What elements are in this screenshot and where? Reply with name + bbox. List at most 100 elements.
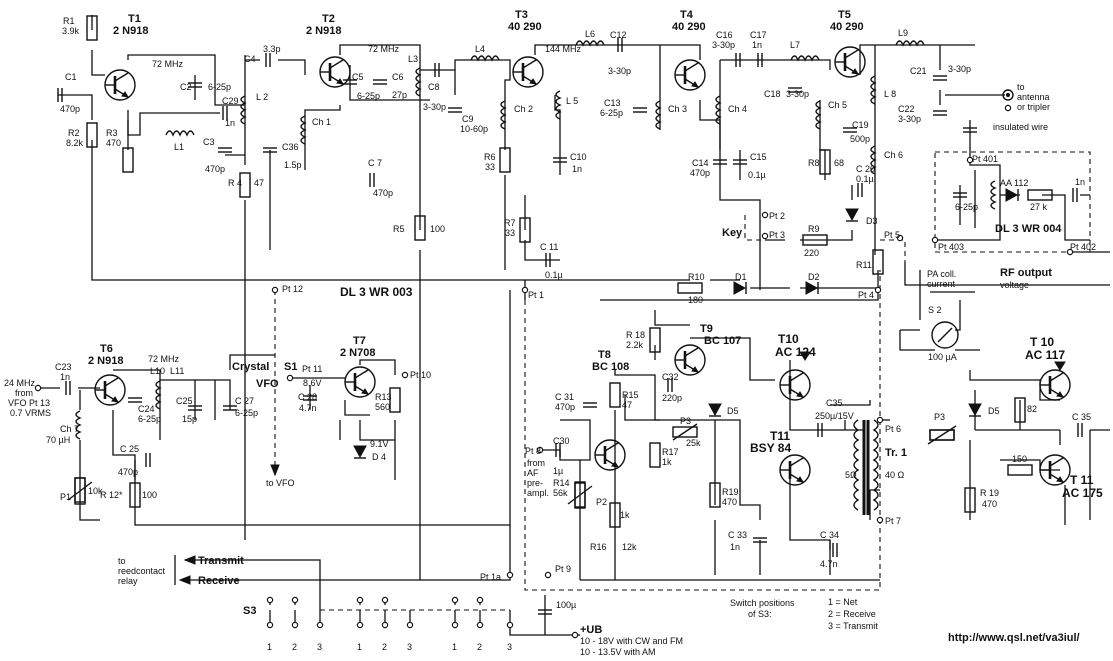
lbl-R17v: 1k — [662, 457, 672, 467]
lbl-R3: R3 — [106, 128, 118, 138]
lbl-C33v: 1n — [730, 542, 740, 552]
lbl-C18: C18 — [764, 89, 781, 99]
T11b-type: AC 175 — [1062, 486, 1103, 500]
note-crystal: Crystal — [232, 361, 269, 373]
T1-type: 2 N918 — [113, 25, 148, 37]
lbl-R6: R6 — [484, 152, 496, 162]
note-in4: 0.7 VRMS — [10, 408, 51, 418]
note-transmit: Transmit — [198, 555, 244, 567]
lbl-R19bv: 470 — [982, 499, 997, 509]
lbl-C35v: 250µ/15V — [815, 411, 854, 421]
sub-board-title: DL 3 WR 004 — [995, 223, 1062, 235]
lbl-L9: L9 — [898, 28, 908, 38]
lbl-C35: C35 — [826, 398, 843, 408]
lbl-C21: C21 — [910, 66, 927, 76]
lbl-C32v: 220p — [662, 393, 682, 403]
lbl-C31v: 470p — [555, 402, 575, 412]
lbl-L1: L1 — [174, 142, 184, 152]
s3-num-2c: 2 — [477, 642, 482, 652]
note-af3: pre- — [527, 478, 543, 488]
lbl-C24v: 6-25p — [138, 414, 161, 424]
T10b-label: T 10 — [1030, 335, 1054, 349]
lbl-C23: C23 — [55, 362, 72, 372]
transistor-T3 — [511, 55, 545, 89]
note-antenna1: to — [1017, 82, 1025, 92]
lbl-C9: C9 — [462, 114, 474, 124]
source-url: http://www.qsl.net/va3iul/ — [948, 632, 1080, 644]
lbl-pt401: Pt 401 — [972, 154, 998, 164]
freq-72c: 72 MHz — [148, 354, 180, 364]
lbl-P3b: P3 — [934, 412, 945, 422]
lbl-C30v: 1µ — [553, 466, 563, 476]
lbl-R4: R 4 — [228, 178, 242, 188]
T11b-label: T 11 — [1070, 473, 1094, 487]
T8-label: T8 — [598, 349, 611, 361]
lbl-R8v: 68 — [834, 158, 844, 168]
lbl-L6: L6 — [585, 29, 595, 39]
modulator-wiring — [540, 310, 890, 581]
transistor-T10 — [778, 368, 812, 402]
note-ub: +UB — [580, 624, 602, 636]
transistor-T6 — [93, 373, 127, 407]
lbl-R27k: 27 k — [1030, 202, 1048, 212]
lbl-C17: C17 — [750, 30, 767, 40]
lbl-R14v: 56k — [553, 488, 568, 498]
transistor-T1 — [103, 68, 137, 102]
lbl-R8: R8 — [808, 158, 820, 168]
lbl-C13v: 6-25p — [600, 108, 623, 118]
lbl-R10: R10 — [688, 272, 705, 282]
note-reed3: relay — [118, 576, 138, 586]
lbl-R17: R17 — [662, 447, 679, 457]
transistor-T8 — [593, 438, 627, 472]
lbl-R6v: 33 — [485, 162, 495, 172]
s3-num-1a: 1 — [267, 642, 272, 652]
transistor-T7 — [343, 365, 377, 399]
T2-type: 2 N918 — [306, 25, 341, 37]
note-s3: S3 — [243, 605, 256, 617]
lbl-C31: C 31 — [555, 392, 574, 402]
lbl-C25bv: 470p — [118, 467, 138, 477]
lbl-C24: C24 — [138, 404, 155, 414]
lbl-C25b: C 25 — [120, 444, 139, 454]
lbl-R2v: 8.2k — [66, 138, 84, 148]
lbl-C22: C22 — [898, 104, 915, 114]
s3-num-1c: 1 — [452, 642, 457, 652]
lbl-pt11: Pt 11 — [302, 364, 322, 374]
lbl-R3v: 470 — [106, 138, 121, 148]
T2-label: T2 — [322, 13, 335, 25]
note-s1: S1 — [284, 361, 297, 373]
lbl-C20: C 20 — [856, 164, 875, 174]
lbl-R18v: 2.2k — [626, 340, 644, 350]
lbl-pt9: Pt 9 — [555, 564, 571, 574]
lbl-R12v: 100 — [142, 490, 157, 500]
capacitors — [57, 37, 1083, 615]
T6-label: T6 — [100, 343, 113, 355]
note-af4: ampl. — [527, 488, 549, 498]
lbl-R150: 150 — [1012, 454, 1027, 464]
note-receive: Receive — [198, 575, 240, 587]
T3-type: 40 290 — [508, 21, 542, 33]
lbl-C5: C5 — [352, 72, 364, 82]
lbl-R82: 82 — [1027, 404, 1037, 414]
lbl-C29: C29 — [222, 96, 239, 106]
note-meter: 100 µA — [928, 352, 957, 362]
lbl-Ch4: Ch 4 — [728, 104, 747, 114]
note-vfo: VFO — [256, 378, 279, 390]
lbl-Ch1: Ch 1 — [312, 117, 331, 127]
transistor-T4 — [673, 58, 707, 92]
transistor-T2 — [318, 55, 352, 89]
lbl-R16: R16 — [590, 542, 607, 552]
note-pacoil1: PA coll. — [927, 269, 956, 279]
lbl-C16: C16 — [716, 30, 733, 40]
lbl-pt1: Pt 1 — [528, 290, 544, 300]
lbl-D1: D1 — [735, 272, 747, 282]
lbl-Tr1: Tr. 1 — [885, 447, 907, 459]
s3-num-3b: 3 — [407, 642, 412, 652]
T4-type: 40 290 — [672, 21, 706, 33]
lbl-R9v: 220 — [804, 248, 819, 258]
lbl-C33: C 33 — [728, 530, 747, 540]
lbl-R13: R13 — [375, 392, 392, 402]
lbl-C15: C15 — [750, 152, 767, 162]
lbl-C35b: C 35 — [1072, 412, 1091, 422]
T8-type: BC 108 — [592, 361, 629, 373]
